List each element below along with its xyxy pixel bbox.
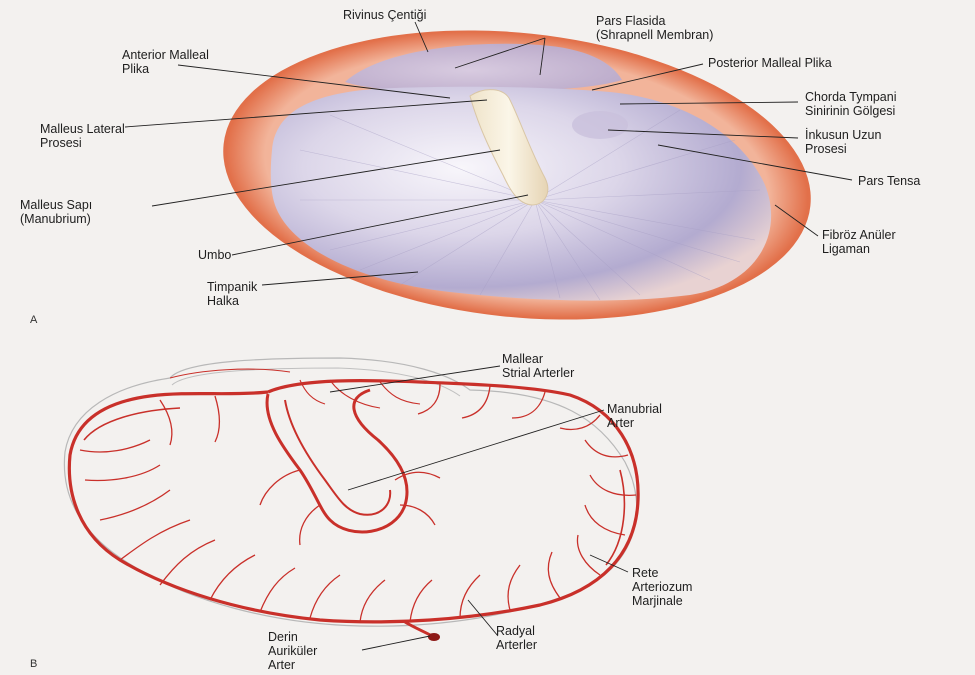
label-deep-auricular-artery: Derin Auriküler Arter [268, 630, 317, 672]
arterial-supply-drawing [64, 358, 638, 641]
label-pars-flaccida: Pars Flasida (Shrapnell Membran) [596, 14, 713, 42]
label-radial-line2: Arterler [496, 638, 537, 652]
label-chorda-tympani: Chorda Tympani Sinirinin Gölgesi [805, 90, 897, 118]
label-incus-long-process: İnkusun Uzun Prosesi [805, 128, 881, 156]
label-chorda-line2: Sinirinin Gölgesi [805, 104, 897, 118]
label-deep-auricular-line2: Auriküler [268, 644, 317, 658]
label-malleus-handle-line1: Malleus Sapı [20, 198, 92, 212]
label-rete-arteriosum-marginale: Rete Arteriozum Marjinale [632, 566, 692, 608]
label-anterior-malleal-line2: Plika [122, 62, 209, 76]
label-radial-line1: Radyal [496, 624, 537, 638]
mallear-strial-arteries [170, 369, 420, 408]
label-incus-line1: İnkusun Uzun [805, 128, 881, 142]
label-mallear-line2: Strial Arterler [502, 366, 574, 380]
label-rete-line3: Marjinale [632, 594, 692, 608]
label-deep-auricular-line1: Derin [268, 630, 317, 644]
label-deep-auricular-line3: Arter [268, 658, 317, 672]
label-rete-line2: Arteriozum [632, 580, 692, 594]
label-pars-flaccida-line2: (Shrapnell Membran) [596, 28, 713, 42]
label-malleus-lateral-process: Malleus Lateral Prosesi [40, 122, 125, 150]
label-radial-arteries: Radyal Arterler [496, 624, 537, 652]
panel-label-b: B [30, 658, 37, 670]
panel-b-leader-lines [330, 366, 628, 650]
label-mallear-strial-arteries: Mallear Strial Arterler [502, 352, 574, 380]
label-anterior-malleal-line1: Anterior Malleal [122, 48, 209, 62]
label-tympanic-ring: Timpanik Halka [207, 280, 257, 308]
label-pars-tensa: Pars Tensa [858, 174, 920, 188]
label-fibrous-line2: Ligaman [822, 242, 896, 256]
label-pars-flaccida-line1: Pars Flasida [596, 14, 713, 28]
label-posterior-malleal-fold: Posterior Malleal Plika [708, 56, 832, 70]
label-chorda-line1: Chorda Tympani [805, 90, 897, 104]
label-fibrous-line1: Fibröz Anüler [822, 228, 896, 242]
label-malleus-handle-line2: (Manubrium) [20, 212, 92, 226]
label-malleus-lateral-line2: Prosesi [40, 136, 125, 150]
label-tympanic-line2: Halka [207, 294, 257, 308]
panel-label-a: A [30, 314, 37, 326]
label-manubrial-line2: Arter [607, 416, 662, 430]
label-rete-line1: Rete [632, 566, 692, 580]
label-fibrous-annular-ligament: Fibröz Anüler Ligaman [822, 228, 896, 256]
label-malleus-lateral-line1: Malleus Lateral [40, 122, 125, 136]
tympanic-membrane-drawing [209, 3, 825, 347]
label-manubrial-artery: Manubrial Arter [607, 402, 662, 430]
label-manubrial-line1: Manubrial [607, 402, 662, 416]
label-incus-line2: Prosesi [805, 142, 881, 156]
label-mallear-line1: Mallear [502, 352, 574, 366]
label-tympanic-line1: Timpanik [207, 280, 257, 294]
label-malleus-handle: Malleus Sapı (Manubrium) [20, 198, 92, 226]
label-umbo: Umbo [198, 248, 231, 262]
label-rivinus-notch: Rivinus Çentiği [343, 8, 426, 22]
incus-long-process-shadow [572, 111, 628, 139]
label-anterior-malleal-fold: Anterior Malleal Plika [122, 48, 209, 76]
deep-auricular-stump [428, 633, 440, 641]
